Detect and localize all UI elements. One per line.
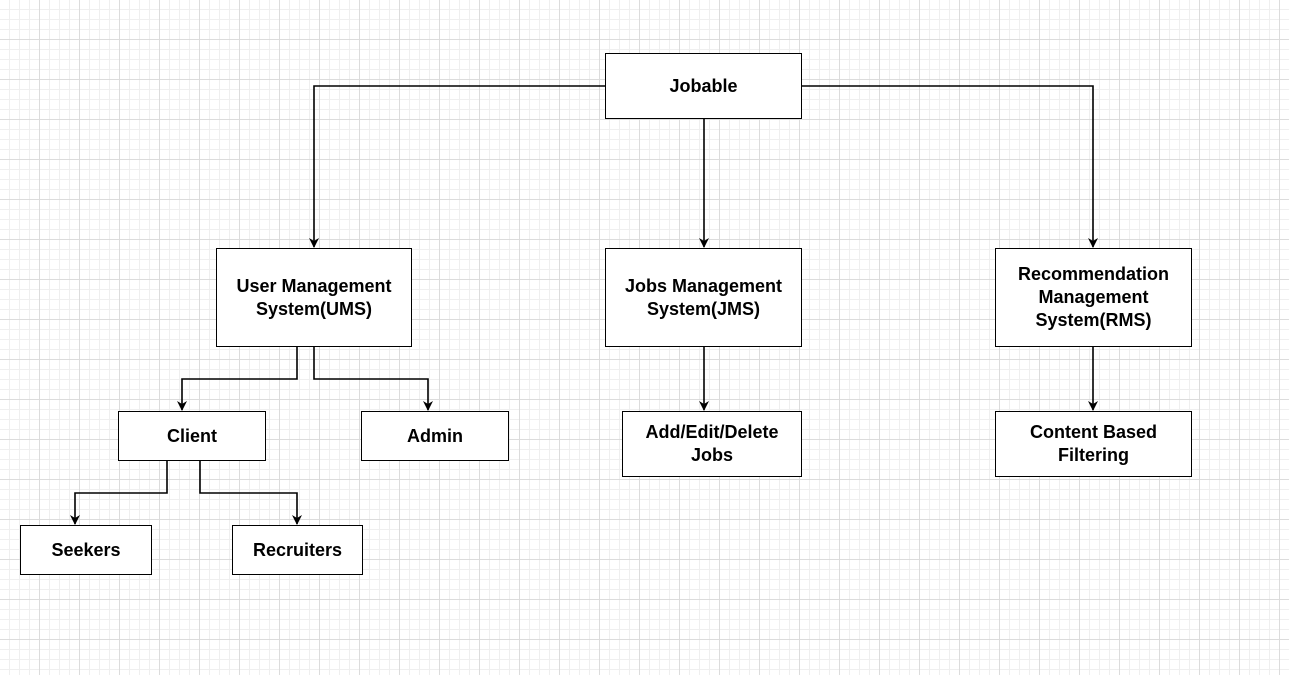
node-content-based-filtering[interactable]: Content Based Filtering — [995, 411, 1192, 477]
node-seekers-label: Seekers — [51, 539, 121, 560]
node-jobs-crud-label: Add/Edit/Delete Jobs — [645, 422, 779, 465]
edge-client-seekers — [70, 460, 168, 525]
edge-client-recruiters — [199, 460, 302, 525]
node-ums-label: User Management System(UMS) — [236, 275, 392, 319]
edge-ums-client — [177, 347, 298, 411]
node-rms-label: Recommendation Management System(RMS) — [1017, 264, 1170, 330]
node-admin[interactable]: Admin — [361, 411, 509, 461]
edge-root-rms — [801, 85, 1098, 248]
node-seekers[interactable]: Seekers — [20, 525, 152, 575]
node-client-label: Client — [166, 425, 217, 446]
edge-ums-admin — [313, 347, 433, 411]
node-admin-label: Admin — [407, 425, 463, 446]
node-jobs-management-system[interactable]: Jobs Management System(JMS) — [605, 248, 802, 347]
node-jobable-label: Jobable — [669, 75, 738, 96]
node-recruiters-label: Recruiters — [252, 539, 343, 560]
node-recommendation-management-system[interactable]: Recommendation Management System(RMS) — [995, 248, 1192, 347]
node-jms-label: Jobs Management System(JMS) — [624, 275, 783, 319]
node-add-edit-delete-jobs[interactable]: Add/Edit/Delete Jobs — [622, 411, 802, 477]
node-user-management-system[interactable]: User Management System(UMS) — [216, 248, 412, 347]
node-client[interactable]: Client — [118, 411, 266, 461]
node-content-filtering-label: Content Based Filtering — [1029, 422, 1157, 465]
node-jobable[interactable]: Jobable — [605, 53, 802, 119]
node-recruiters[interactable]: Recruiters — [232, 525, 363, 575]
edge-root-ums — [309, 85, 606, 248]
